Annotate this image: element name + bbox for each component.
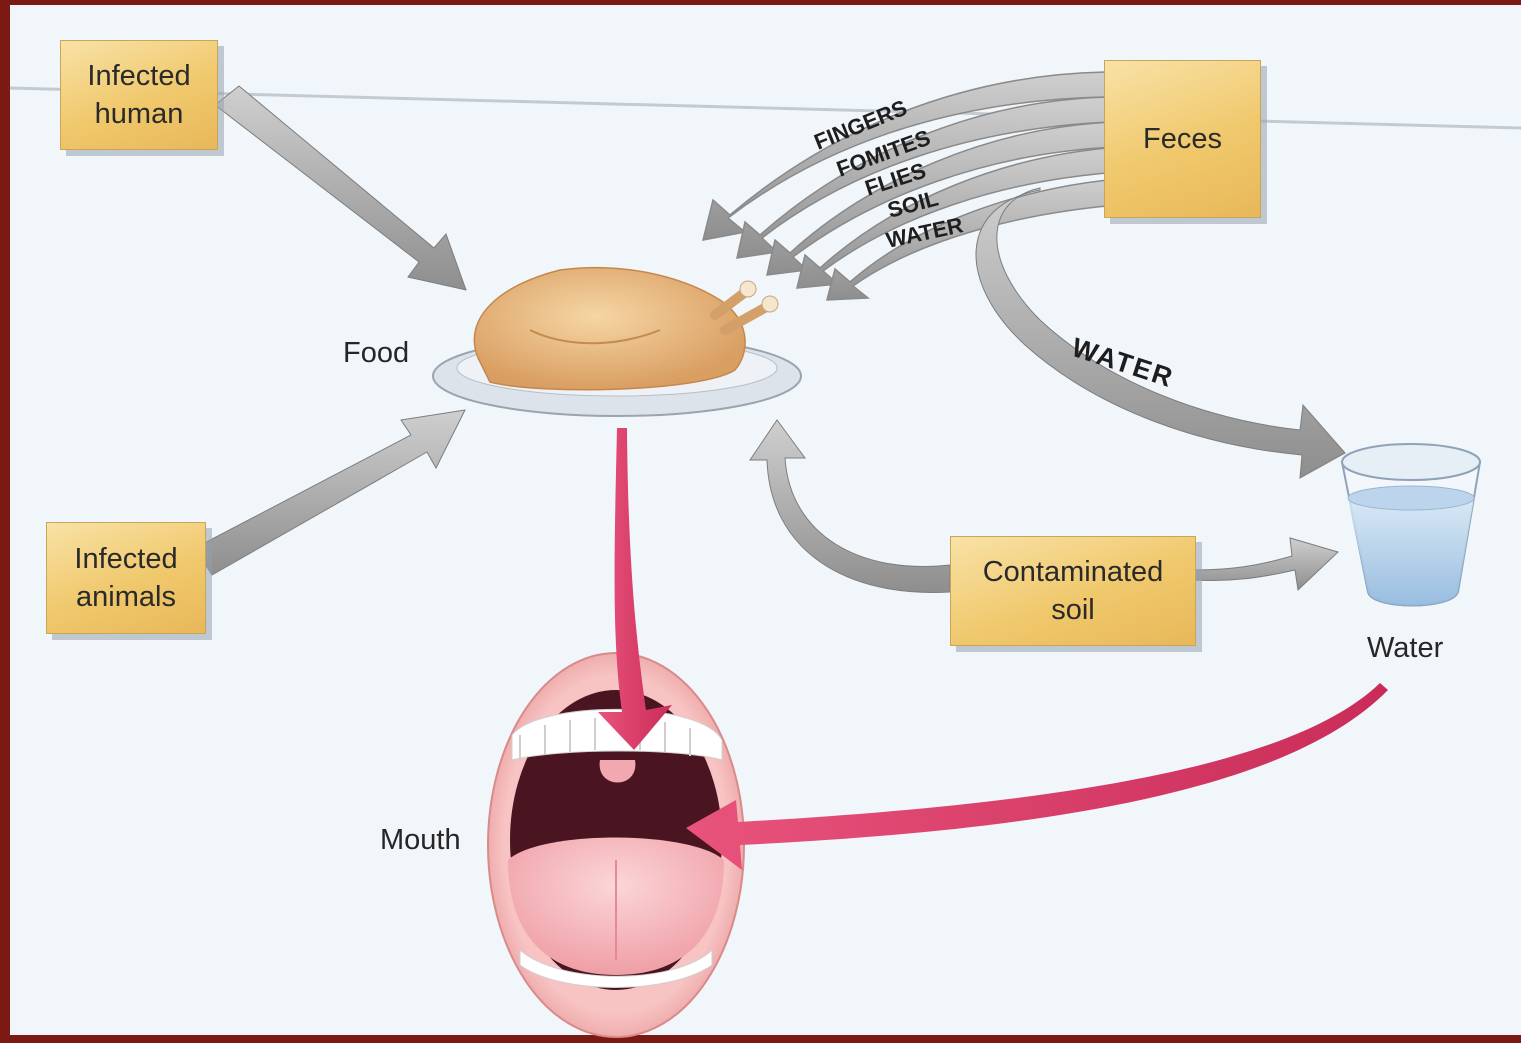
feces-box: Feces <box>1104 60 1261 218</box>
infected-human-box: Infected human <box>60 40 218 150</box>
infected-human-label: Infected human <box>87 57 190 133</box>
feces-label: Feces <box>1143 120 1222 158</box>
mouth-illustration <box>488 653 744 1037</box>
page-background <box>10 5 1521 1035</box>
infected-animals-label: Infected animals <box>74 540 177 616</box>
mouth-label: Mouth <box>380 824 461 857</box>
contaminated-soil-box: Contaminated soil <box>950 536 1196 646</box>
infected-animals-box: Infected animals <box>46 522 206 634</box>
contaminated-soil-label: Contaminated soil <box>983 553 1164 629</box>
food-label: Food <box>343 337 409 370</box>
water-label: Water <box>1367 632 1443 665</box>
